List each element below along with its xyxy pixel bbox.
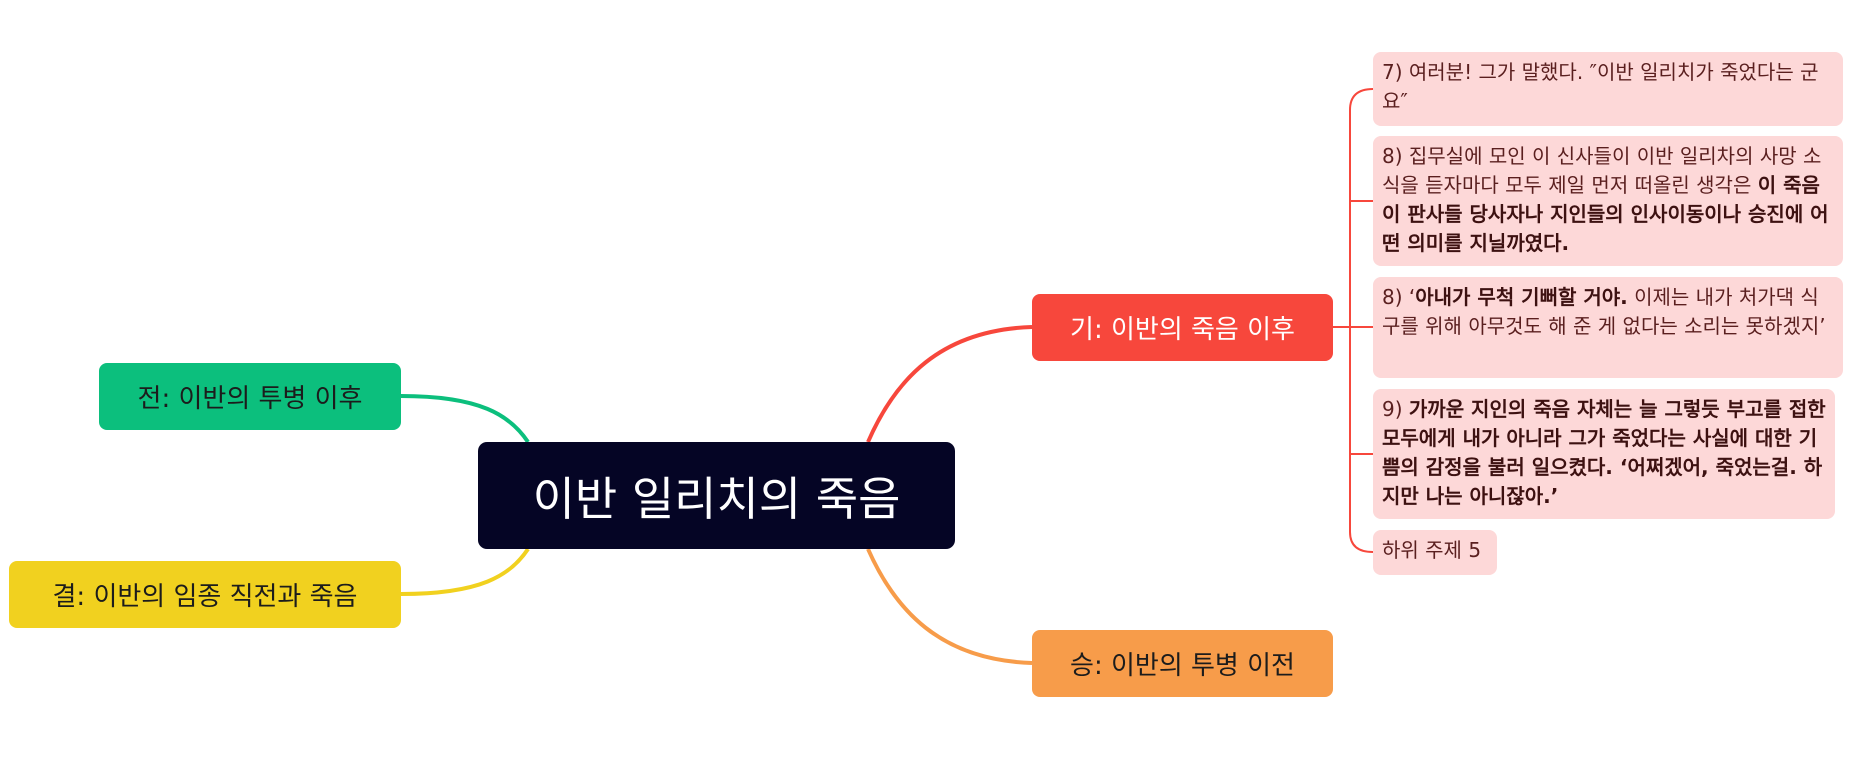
subtopic-8a-text: 8) 집무실에 모인 이 신사들이 이반 일리차의 사망 소식을 듣자마다 모두… bbox=[1382, 144, 1822, 197]
subtopic-7-text: 7) 여러분! 그가 말했다. ″이반 일리치가 죽었다는 군요″ bbox=[1382, 60, 1819, 113]
branch-gyeol-label: 결: 이반의 임종 직전과 죽음 bbox=[52, 582, 358, 612]
subtopic-8b-text: 8) ‘ bbox=[1382, 285, 1416, 309]
subtopic-9[interactable]: 9) 가까운 지인의 죽음 자체는 늘 그렇듯 부고를 접한 모두에게 내가 아… bbox=[1373, 389, 1835, 519]
branch-gi[interactable]: 기: 이반의 죽음 이후 bbox=[1032, 294, 1333, 361]
connector-center-gi bbox=[866, 325, 1033, 443]
branch-jeon-label: 전: 이반의 투병 이후 bbox=[137, 384, 363, 414]
subtopic-9-text: 9) bbox=[1382, 397, 1409, 421]
subtopic-8b-bold: 아내가 무척 기뻐할 거야. bbox=[1415, 285, 1628, 309]
branch-jeon[interactable]: 전: 이반의 투병 이후 bbox=[99, 363, 401, 430]
central-topic-label: 이반 일리치의 죽음 bbox=[532, 471, 901, 526]
subtopic-7[interactable]: 7) 여러분! 그가 말했다. ″이반 일리치가 죽었다는 군요″ bbox=[1373, 52, 1843, 126]
subtopic-8b-rest: 이제는 내가 처가댁 식구를 위해 아무것도 해 준 게 없다는 소리는 못하겠… bbox=[1382, 285, 1826, 338]
connector-center-gyeol bbox=[400, 547, 530, 596]
subtopic-5-text: 하위 주제 5 bbox=[1382, 538, 1482, 562]
connector-center-jeon bbox=[400, 394, 530, 444]
branch-gyeol[interactable]: 결: 이반의 임종 직전과 죽음 bbox=[9, 561, 401, 628]
central-topic[interactable]: 이반 일리치의 죽음 bbox=[478, 442, 955, 549]
subtopic-5[interactable]: 하위 주제 5 bbox=[1373, 530, 1497, 575]
subtopic-8a[interactable]: 8) 집무실에 모인 이 신사들이 이반 일리차의 사망 소식을 듣자마다 모두… bbox=[1373, 136, 1843, 266]
subtopic-8a-bold: 이 죽음이 판사들 당사자나 지인들의 인사이동이나 승진에 어떤 의미를 지닐… bbox=[1382, 173, 1829, 255]
branch-seung[interactable]: 승: 이반의 투병 이전 bbox=[1032, 630, 1333, 697]
subtopic-8b[interactable]: 8) ‘아내가 무척 기뻐할 거야. 이제는 내가 처가댁 식구를 위해 아무것… bbox=[1373, 277, 1843, 378]
subtopic-9-bold: 가까운 지인의 죽음 자체는 늘 그렇듯 부고를 접한 모두에게 내가 아니라 … bbox=[1382, 397, 1826, 508]
branch-gi-label: 기: 이반의 죽음 이후 bbox=[1070, 315, 1295, 345]
connector-gi-bracket bbox=[1333, 88, 1374, 553]
branch-seung-label: 승: 이반의 투병 이전 bbox=[1070, 651, 1295, 681]
connector-center-seung bbox=[866, 548, 1033, 665]
